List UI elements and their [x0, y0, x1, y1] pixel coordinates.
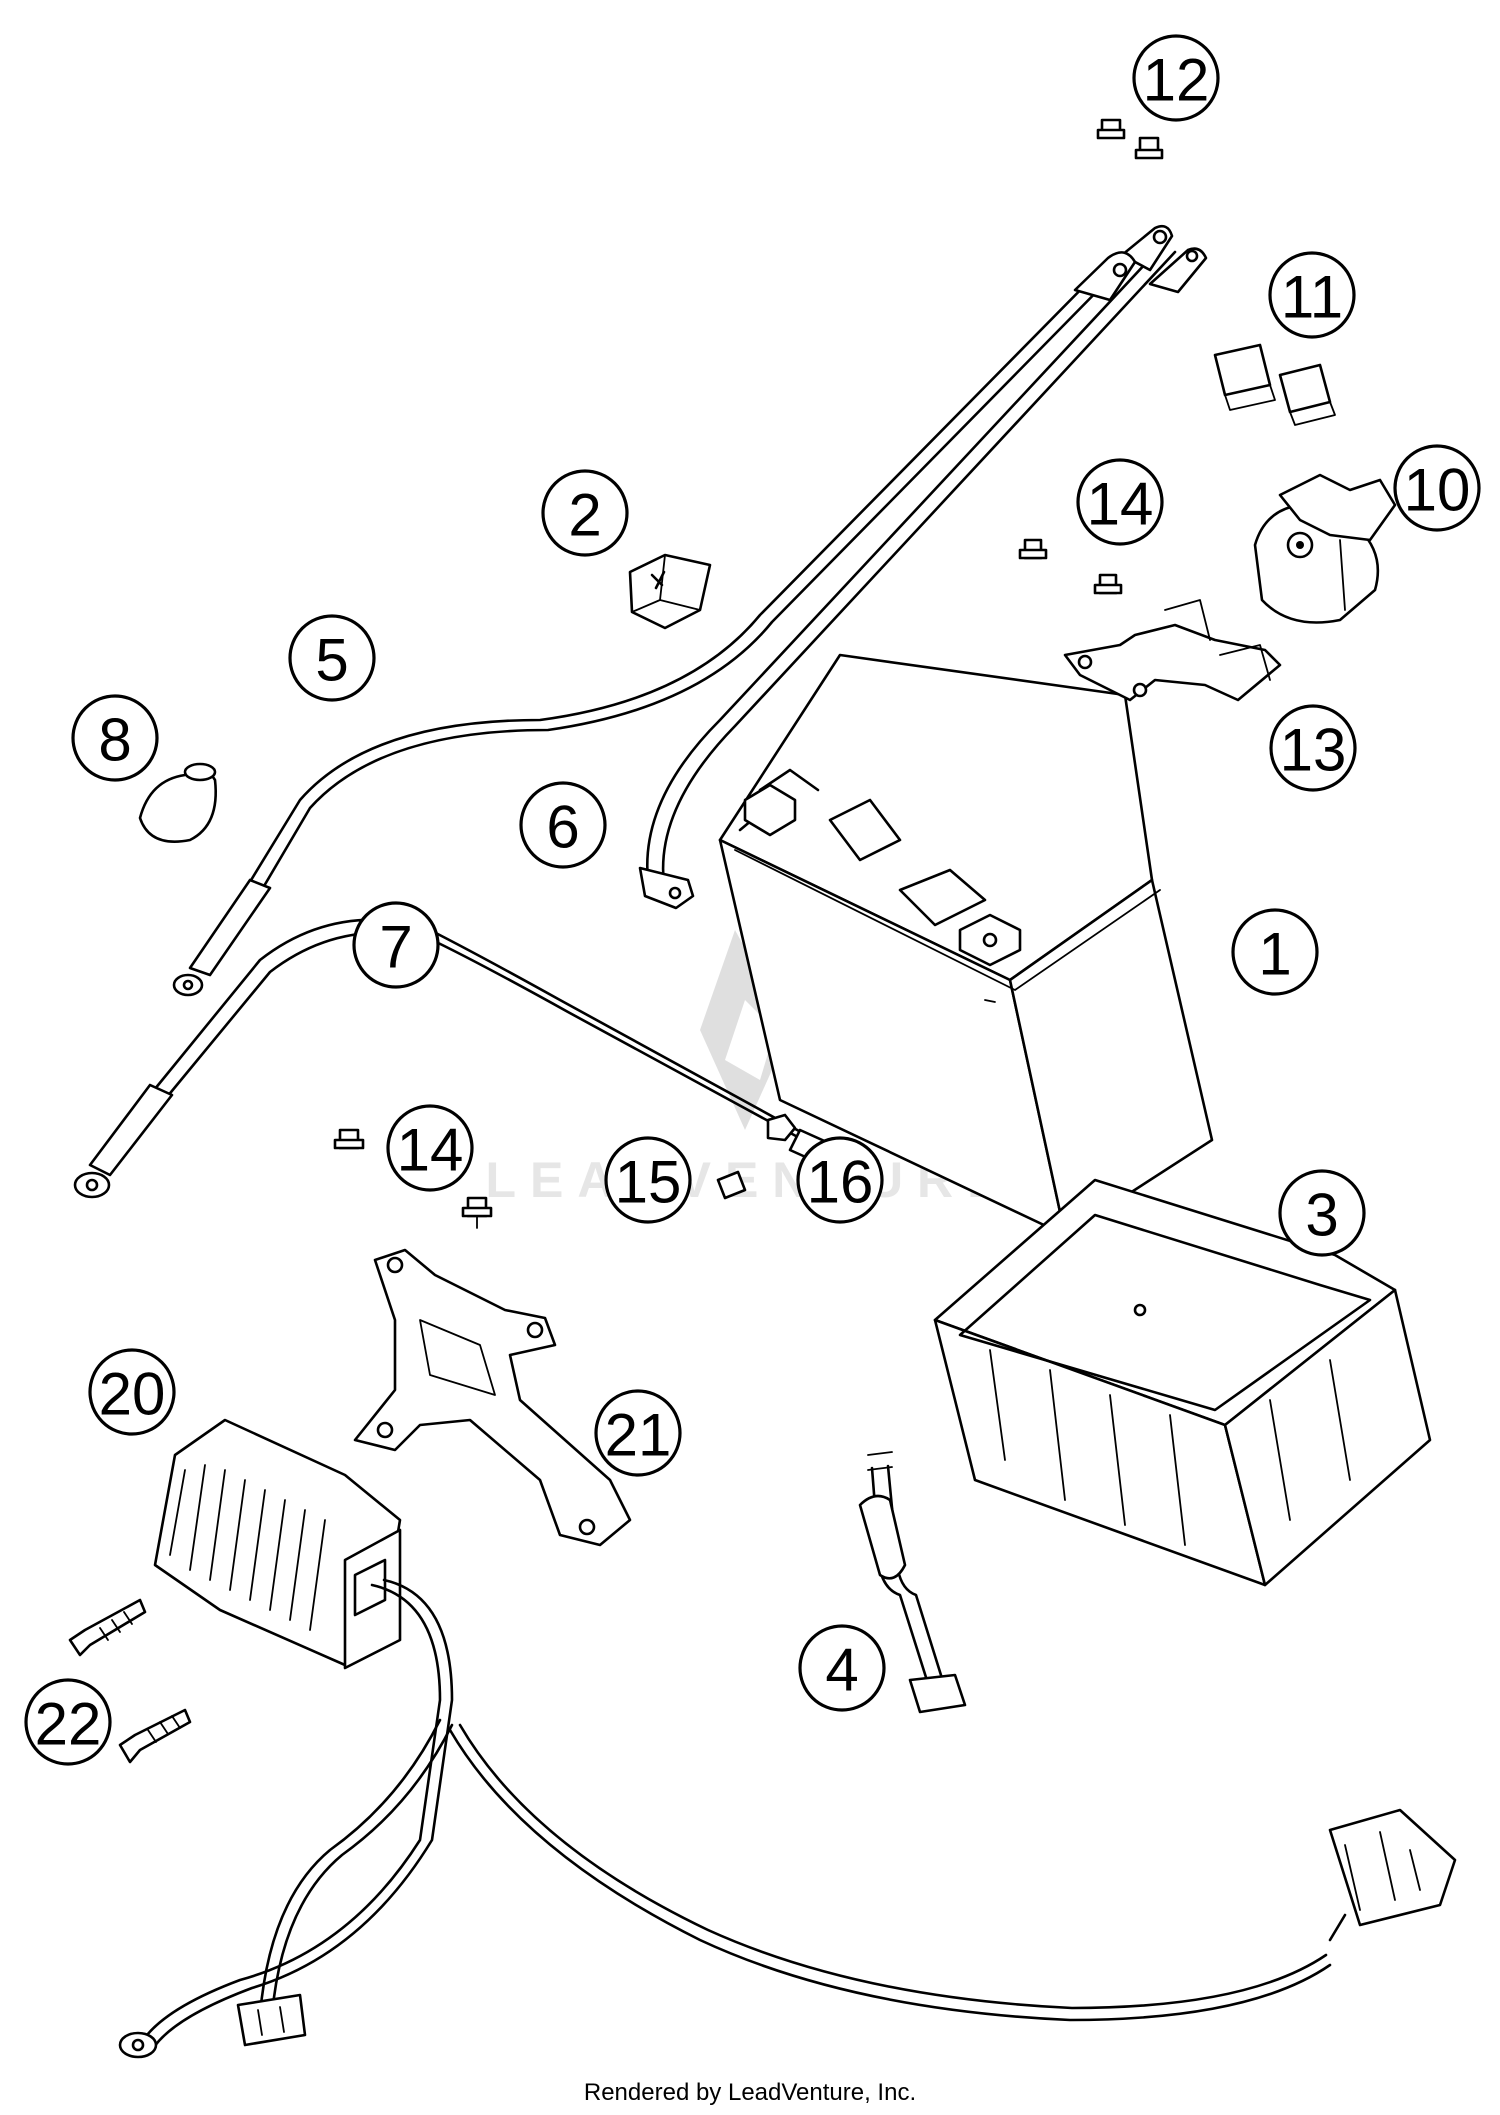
callout-21: 21	[594, 1389, 682, 1477]
footer-credit: Rendered by LeadVenture, Inc.	[584, 2079, 916, 2106]
part-13-relay-bracket[interactable]	[1063, 599, 1282, 702]
svg-text:11: 11	[1281, 264, 1343, 331]
callout-10: 10	[1393, 444, 1481, 532]
part-16-nut[interactable]	[766, 1113, 797, 1142]
part-2-fuse-holder[interactable]	[628, 553, 712, 630]
svg-text:2: 2	[568, 482, 601, 549]
callout-22: 22	[24, 1678, 112, 1766]
svg-text:7: 7	[379, 914, 412, 981]
svg-text:10: 10	[1404, 457, 1471, 524]
callout-16: 16	[796, 1136, 884, 1224]
callout-12: 12	[1132, 34, 1220, 122]
svg-text:14: 14	[397, 1117, 464, 1184]
svg-text:6: 6	[546, 794, 579, 861]
part-20-voltage-regulator[interactable]	[118, 1418, 1457, 2059]
svg-text:13: 13	[1280, 717, 1347, 784]
callout-6: 6	[519, 781, 607, 869]
callout-13: 13	[1269, 704, 1357, 792]
svg-text:15: 15	[615, 1149, 682, 1216]
svg-text:20: 20	[99, 1361, 166, 1428]
svg-text:21: 21	[605, 1402, 672, 1469]
part-15-bolt[interactable]	[716, 1170, 747, 1200]
svg-text:4: 4	[825, 1637, 858, 1704]
callout-11: 11	[1268, 251, 1356, 339]
part-14-screws-lower[interactable]	[333, 1128, 493, 1229]
callout-2: 2	[541, 469, 629, 557]
callout-15: 15	[604, 1136, 692, 1224]
part-1-battery[interactable]	[718, 653, 1214, 1237]
callout-14-lower: 14	[386, 1104, 474, 1192]
callout-20: 20	[88, 1348, 176, 1436]
svg-text:3: 3	[1305, 1182, 1338, 1249]
callout-1: 1	[1231, 908, 1319, 996]
part-10-starter-relay[interactable]	[1253, 473, 1397, 624]
callout-4: 4	[798, 1624, 886, 1712]
part-12-terminal-screws[interactable]	[1096, 118, 1164, 160]
part-5-battery-cable[interactable]	[172, 247, 1208, 997]
part-3-battery-box[interactable]	[933, 1178, 1432, 1587]
svg-text:22: 22	[35, 1691, 102, 1758]
part-11-fuses[interactable]	[1213, 343, 1336, 426]
callout-8: 8	[71, 694, 159, 782]
part-8-terminal-cap[interactable]	[138, 762, 217, 843]
callout-14-upper: 14	[1076, 458, 1164, 546]
part-21-regulator-bracket[interactable]	[353, 1248, 632, 1547]
part-22-regulator-screws[interactable]	[68, 1598, 192, 1764]
svg-text:12: 12	[1143, 47, 1210, 114]
svg-text:14: 14	[1087, 471, 1154, 538]
callout-5: 5	[288, 614, 376, 702]
svg-text:16: 16	[807, 1149, 874, 1216]
callout-7: 7	[352, 901, 440, 989]
watermark: LEADVENTURE	[485, 930, 1001, 1208]
part-14-screws-upper[interactable]	[1018, 538, 1123, 595]
svg-text:1: 1	[1258, 921, 1291, 988]
svg-text:5: 5	[315, 627, 348, 694]
svg-text:8: 8	[98, 707, 131, 774]
part-4-battery-strap[interactable]	[858, 1451, 967, 1714]
callout-3: 3	[1278, 1169, 1366, 1257]
